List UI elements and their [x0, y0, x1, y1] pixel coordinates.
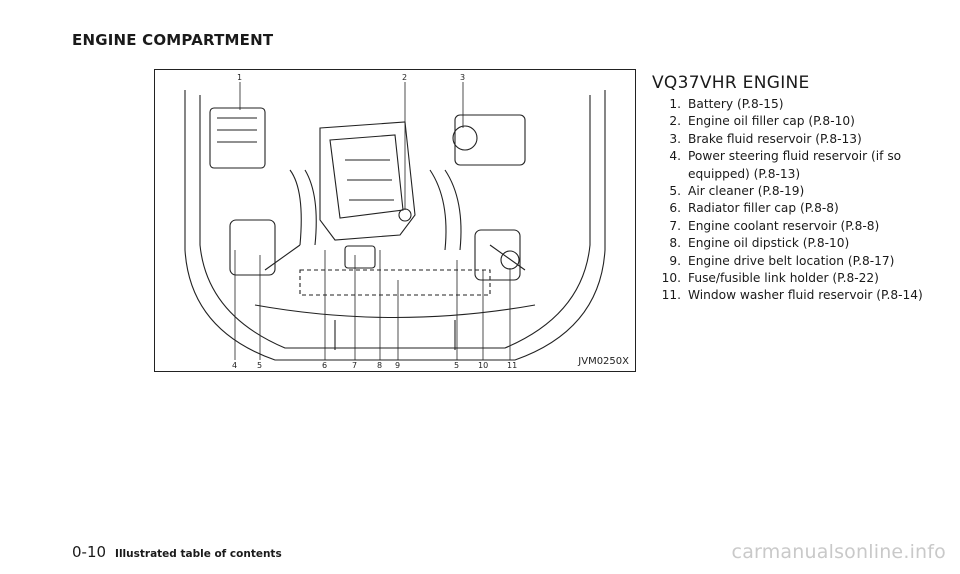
page-number: 0-10 — [72, 543, 107, 561]
item-text: Brake fluid reservoir (P.8-13) — [688, 131, 862, 146]
item-text: Window washer fluid reservoir (P.8-14) — [688, 288, 923, 303]
list-item: 5. Air cleaner (P.8-19) — [652, 183, 942, 200]
item-number: 4. — [669, 149, 681, 164]
item-text: Engine drive belt location (P.8-17) — [688, 253, 895, 268]
parts-list: 1. Battery (P.8-15) 2. Engine oil filler c… — [652, 96, 942, 305]
item-number: 9. — [669, 253, 681, 268]
callout-label: 2 — [402, 73, 407, 82]
item-number: 1. — [669, 97, 681, 111]
engine-illustration — [184, 82, 606, 361]
item-text: Engine oil dipstick (P.8-10) — [688, 236, 850, 251]
page-caption: Illustrated table of contents — [115, 548, 282, 560]
engine-title: VQ37VHR ENGINE — [652, 73, 810, 93]
callout-label: 5 — [257, 361, 262, 370]
engine-compartment-figure: 1 2 3 4 5 6 7 8 9 5 10 11 JVM0250X — [154, 69, 636, 372]
item-text: Engine oil filler cap (P.8-10) — [688, 114, 855, 129]
item-number: 3. — [669, 131, 681, 146]
item-text: Power steering fluid reservoir (if so eq… — [688, 149, 902, 181]
list-item: 2. Engine oil filler cap (P.8-10) — [652, 113, 942, 130]
callout-label: 11 — [507, 361, 517, 370]
page-footer: 0-10 Illustrated table of contents — [72, 543, 282, 561]
list-item: 11. Window washer fluid reservoir (P.8-14… — [652, 287, 942, 304]
callout-label: 4 — [232, 361, 237, 370]
callout-label: 8 — [377, 361, 382, 370]
item-text: Engine coolant reservoir (P.8-8) — [688, 218, 880, 233]
callout-label: 6 — [322, 361, 327, 370]
item-number: 8. — [669, 236, 681, 251]
item-number: 11. — [661, 288, 681, 303]
list-item: 8. Engine oil dipstick (P.8-10) — [652, 235, 942, 252]
item-text: Radiator filler cap (P.8-8) — [688, 201, 839, 216]
list-item: 7. Engine coolant reservoir (P.8-8) — [652, 218, 942, 235]
item-number: 7. — [669, 218, 681, 233]
section-title: ENGINE COMPARTMENT — [72, 31, 274, 49]
list-item: 1. Battery (P.8-15) — [652, 96, 942, 113]
callout-label: 7 — [352, 361, 357, 370]
watermark: carmanualsonline.info — [731, 541, 946, 563]
list-item: 9. Engine drive belt location (P.8-17) — [652, 253, 942, 270]
item-number: 5. — [669, 184, 681, 199]
item-number: 10. — [661, 271, 681, 286]
item-number: 2. — [669, 114, 681, 129]
list-item: 6. Radiator filler cap (P.8-8) — [652, 200, 942, 217]
item-text: Air cleaner (P.8-19) — [688, 184, 805, 199]
callout-label: 1 — [237, 73, 242, 82]
item-number: 6. — [669, 201, 681, 216]
list-item: 3. Brake fluid reservoir (P.8-13) — [652, 131, 942, 148]
callout-labels: 1 2 3 4 5 6 7 8 9 5 10 11 — [232, 73, 517, 370]
callout-label: 3 — [460, 73, 465, 82]
callout-label: 10 — [478, 361, 488, 370]
list-item: 10. Fuse/fusible link holder (P.8-22) — [652, 270, 942, 287]
callout-label: 9 — [395, 361, 400, 370]
figure-code: JVM0250X — [578, 356, 629, 367]
item-text: Fuse/fusible link holder (P.8-22) — [688, 271, 879, 286]
item-text: Battery (P.8-15) — [688, 97, 784, 111]
list-item: 4. Power steering fluid reservoir (if so … — [652, 148, 942, 183]
callout-label: 5 — [454, 361, 459, 370]
